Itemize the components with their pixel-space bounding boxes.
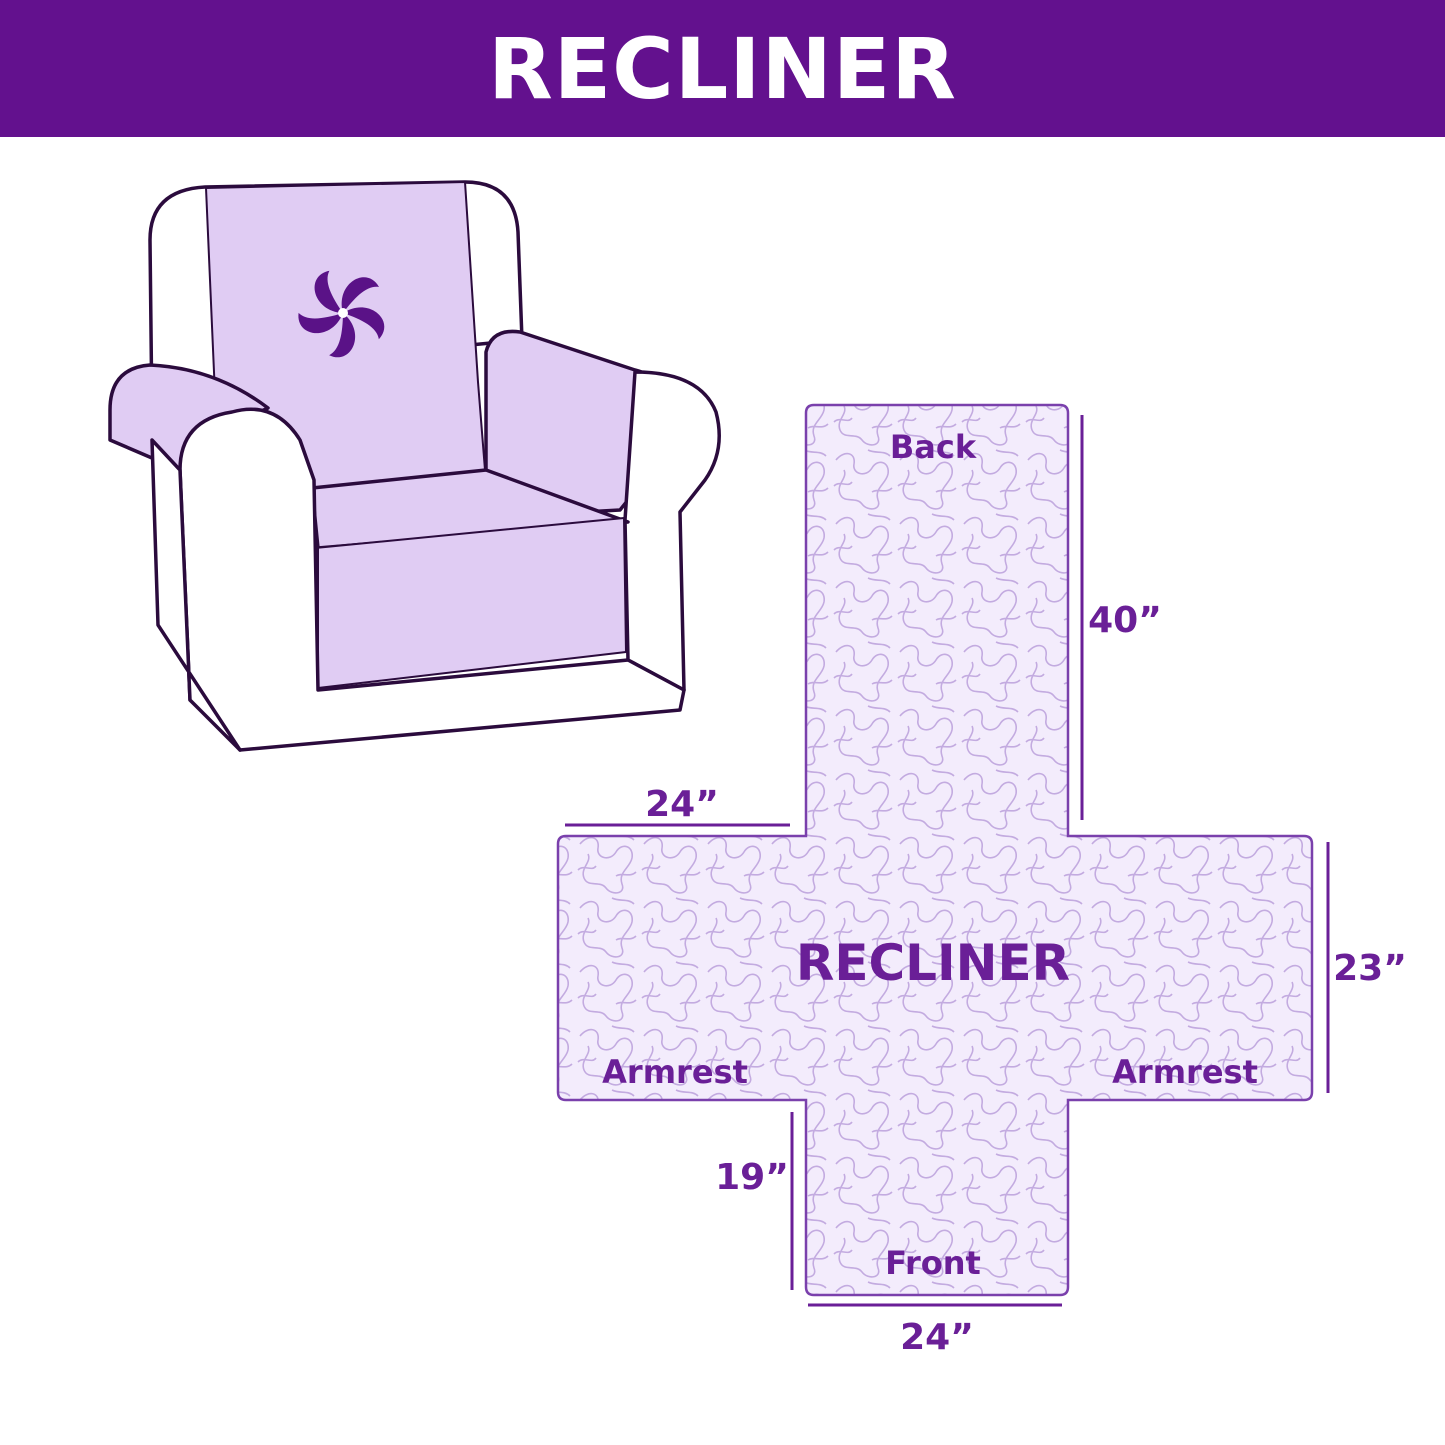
chair-left-side <box>150 438 242 752</box>
pad-quilt-pattern <box>556 403 1314 1297</box>
title-banner: RECLINER <box>0 0 1445 137</box>
armrest-length-label: 24” <box>645 784 719 825</box>
dimension-lines <box>565 415 1330 1307</box>
back-label: Back <box>890 428 977 466</box>
front-length-label: 19” <box>715 1157 789 1198</box>
seat-width-label: 24” <box>900 1317 974 1358</box>
pinwheel-logo-icon <box>298 270 385 358</box>
chair-left-arm-front <box>178 407 686 752</box>
front-label: Front <box>885 1244 981 1282</box>
chair-illustration <box>108 180 721 752</box>
chair-seat-front <box>314 517 627 689</box>
pad-center-label: RECLINER <box>796 934 1070 992</box>
left-armrest-label: Armrest <box>602 1053 748 1091</box>
armrest-width-label: 23” <box>1333 948 1407 989</box>
back-length-label: 40” <box>1088 600 1162 641</box>
page-title: RECLINER <box>488 19 957 118</box>
right-armrest-label: Armrest <box>1112 1053 1258 1091</box>
recliner-pad: Back RECLINER Armrest Armrest Front <box>556 403 1314 1297</box>
chair-right-arm-front <box>623 370 721 692</box>
